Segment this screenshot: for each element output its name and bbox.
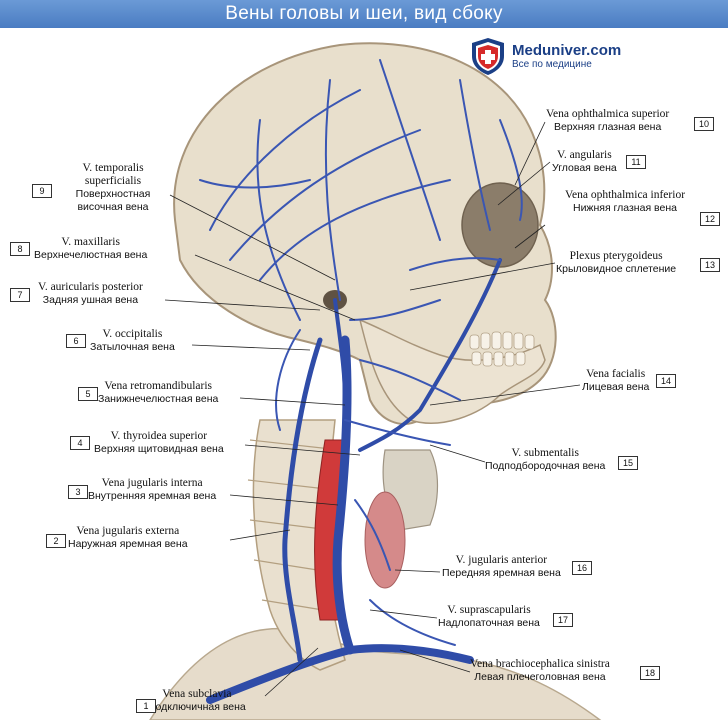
label-18-russian: Левая плечеголовная вена — [474, 671, 606, 683]
label-13: Plexus pterygoideus Крыловидное сплетени… — [556, 250, 676, 276]
label-11: V. angularis Угловая вена — [552, 149, 617, 175]
label-17: V. suprascapularis Надлопаточная вена — [438, 604, 540, 630]
shoulder-bones — [149, 627, 602, 720]
label-11-latin: V. angularis — [557, 149, 612, 161]
label-14-latin: Vena facialis — [586, 368, 646, 380]
label-2-latin: Vena jugularis externa — [76, 525, 180, 537]
label-15: V. submentalis Подподбородочная вена — [485, 447, 605, 473]
label-1-number: 1 — [136, 699, 156, 713]
label-1-russian: Подключичная вена — [148, 701, 246, 713]
label-5: Vena retromandibularis Занижнечелюстная … — [98, 380, 218, 406]
page-title: Вены головы и шеи, вид сбоку — [0, 0, 728, 28]
internal-jugular-vein — [332, 335, 355, 655]
label-10: Vena ophthalmica superior Верхняя глазна… — [546, 108, 669, 134]
label-3-latin: Vena jugularis interna — [101, 477, 203, 489]
label-10-russian: Верхняя глазная вена — [553, 121, 662, 133]
subclavian-vein — [206, 644, 474, 704]
label-4: V. thyroidea superior Верхняя щитовидная… — [94, 430, 224, 456]
meduniver-logo[interactable]: Meduniver.com Все по медицине — [470, 36, 621, 76]
label-4-number: 4 — [70, 436, 90, 450]
label-11-number: 11 — [626, 155, 646, 169]
label-3-russian: Внутренняя яремная вена — [88, 490, 217, 502]
label-14: Vena facialis Лицевая вена — [582, 368, 649, 394]
label-8-russian: Верхнечелюстная вена — [34, 249, 148, 261]
label-1-latin: Vena subclavia — [162, 688, 232, 700]
orbit — [461, 182, 539, 268]
label-12: Vena ophthalmica inferior Нижняя глазная… — [560, 189, 690, 215]
label-9: V. temporalis superficialis Поверхностна… — [58, 162, 168, 214]
label-6-russian: Затылочная вена — [90, 341, 175, 353]
label-3: Vena jugularis interna Внутренняя яремна… — [88, 477, 216, 503]
label-14-russian: Лицевая вена — [582, 381, 650, 393]
anatomy-illustration — [149, 42, 602, 720]
label-2: Vena jugularis externa Наружная яремная … — [68, 525, 188, 551]
shield-icon — [472, 38, 504, 75]
label-10-latin: Vena ophthalmica superior — [546, 108, 670, 120]
label-3-number: 3 — [68, 485, 88, 499]
label-15-russian: Подподбородочная вена — [485, 460, 606, 472]
label-7: V. auricularis posterior Задняя ушная ве… — [38, 281, 143, 307]
label-6: V. occipitalis Затылочная вена — [90, 328, 175, 354]
label-9-russian: Поверхностная височная вена — [75, 188, 151, 213]
label-18: Vena brachiocephalica sinistra Левая пле… — [470, 658, 610, 684]
label-17-number: 17 — [553, 613, 573, 627]
label-18-number: 18 — [640, 666, 660, 680]
label-6-number: 6 — [66, 334, 86, 348]
label-12-latin: Vena ophthalmica inferior — [564, 189, 686, 201]
label-16: V. jugularis anterior Передняя яремная в… — [442, 554, 561, 580]
label-17-russian: Надлопаточная вена — [438, 617, 540, 629]
label-13-latin: Plexus pterygoideus — [569, 250, 663, 262]
label-8-number: 8 — [10, 242, 30, 256]
label-16-latin: V. jugularis anterior — [455, 554, 548, 566]
label-12-russian: Нижняя глазная вена — [572, 202, 677, 214]
label-13-russian: Крыловидное сплетение — [556, 263, 677, 275]
label-17-latin: V. suprascapularis — [447, 604, 531, 616]
label-5-russian: Занижнечелюстная вена — [98, 393, 219, 405]
mandible — [358, 318, 546, 424]
label-12-number: 12 — [700, 212, 720, 226]
skull — [173, 42, 557, 425]
label-15-number: 15 — [618, 456, 638, 470]
label-4-russian: Верхняя щитовидная вена — [94, 443, 224, 455]
label-2-russian: Наружная яремная вена — [68, 538, 188, 550]
label-14-number: 14 — [656, 374, 676, 388]
label-16-number: 16 — [572, 561, 592, 575]
label-9-number: 9 — [32, 184, 52, 198]
external-jugular-vein — [282, 337, 323, 663]
logo-tagline: Все по медицине — [512, 59, 592, 70]
label-1: Vena subclavia Подключичная вена — [148, 688, 246, 714]
label-2-number: 2 — [46, 534, 66, 548]
label-6-latin: V. occipitalis — [102, 328, 163, 340]
label-4-latin: V. thyroidea superior — [110, 430, 208, 442]
label-5-latin: Vena retromandibularis — [104, 380, 212, 392]
label-5-number: 5 — [78, 387, 98, 401]
label-7-latin: V. auricularis posterior — [38, 281, 143, 293]
thyroid-gland — [364, 491, 406, 589]
label-16-russian: Передняя яремная вена — [442, 567, 561, 579]
label-8: V. maxillaris Верхнечелюстная вена — [34, 236, 147, 262]
label-8-latin: V. maxillaris — [61, 236, 120, 248]
label-7-number: 7 — [10, 288, 30, 302]
label-18-latin: Vena brachiocephalica sinistra — [470, 658, 610, 670]
logo-name: Meduniver.com — [512, 42, 622, 59]
label-13-number: 13 — [700, 258, 720, 272]
label-15-latin: V. submentalis — [511, 447, 579, 459]
label-11-russian: Угловая вена — [552, 162, 617, 174]
label-7-russian: Задняя ушная вена — [42, 294, 139, 306]
label-10-number: 10 — [694, 117, 714, 131]
label-9-latin: V. temporalis superficialis — [82, 162, 144, 187]
facial-vein — [358, 258, 502, 452]
